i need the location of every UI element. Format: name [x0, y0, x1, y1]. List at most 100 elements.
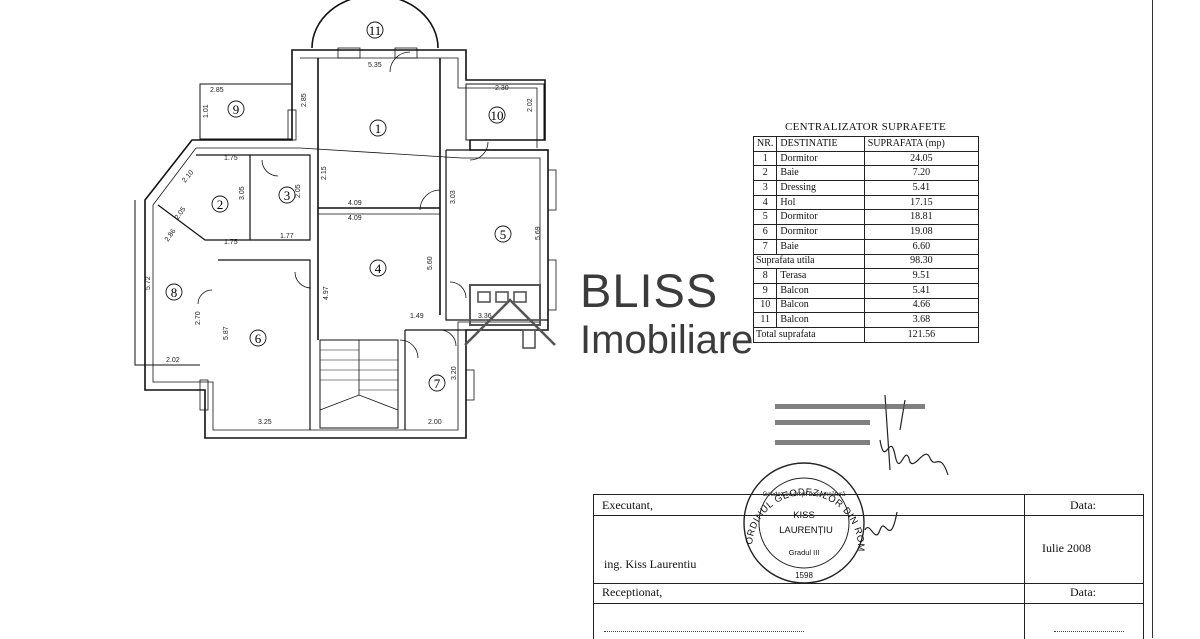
dimension-label: 1.01: [203, 104, 210, 118]
room-number-7: 7: [434, 376, 441, 391]
room-number-5: 5: [500, 227, 507, 242]
room-3-circle: [278, 186, 296, 204]
room-8-circle: [165, 283, 183, 301]
cell-nr: 4: [752, 194, 778, 211]
useful-area-value: 98.30: [863, 253, 980, 270]
cell-destination: Balcon: [776, 297, 865, 314]
balcony-10-outline: [465, 83, 545, 141]
dimension-label: 2.05: [174, 206, 188, 221]
dimension-label: 2.02: [166, 357, 180, 364]
dimension-label: 3.20: [451, 366, 458, 380]
logo-house-icon: [464, 284, 556, 349]
useful-area-label: Suprafata utila: [753, 253, 865, 270]
dimension-label: 2.15: [321, 166, 328, 180]
room-4-circle: [369, 259, 387, 277]
cell-destination: Balcon: [776, 312, 865, 328]
cell-area: 24.05: [863, 150, 980, 167]
cell-destination: Terasa: [776, 268, 865, 284]
cell-destination: Baie: [776, 165, 865, 182]
balcony-9-outline: [199, 83, 293, 140]
execution-date: Iulie 2008: [1042, 541, 1091, 555]
dimension-label: 2.85: [210, 87, 224, 94]
engineer-name: ing. Kiss Laurentiu: [604, 557, 697, 571]
dimension-label: 2.70: [195, 311, 202, 325]
room-number-8: 8: [171, 285, 178, 300]
cell-nr: 9: [752, 282, 778, 299]
cell-nr: 6: [752, 224, 778, 240]
dimension-label: 4.97: [323, 286, 330, 300]
room-9-circle: [227, 100, 245, 118]
room-7-circle: [428, 374, 446, 392]
cell-area: 7.20: [863, 165, 980, 182]
surface-table-title: CENTRALIZATOR SUPRAFETE: [785, 121, 947, 133]
room-number-2: 2: [217, 197, 224, 212]
cell-area: 17.15: [863, 194, 980, 211]
room-number-1: 1: [375, 121, 382, 136]
cell-destination: Dressing: [776, 180, 865, 196]
stamp-number: 1598: [795, 571, 813, 580]
dimension-label: 1.77: [280, 233, 294, 240]
dimension-label: 3.05: [239, 186, 246, 200]
room-5-circle: [494, 225, 512, 243]
date-label-1: Data:: [1070, 498, 1096, 512]
room-number-6: 6: [255, 331, 262, 346]
room-number-3: 3: [284, 188, 291, 203]
cell-area: 4.66: [863, 297, 980, 314]
dimension-label: 1.75: [224, 155, 238, 162]
room-number-4: 4: [375, 261, 382, 276]
col-header-nr: NR.: [752, 136, 778, 152]
dimension-label: 2.02: [527, 98, 534, 112]
room-2-circle: [211, 195, 229, 213]
outer-wall: [144, 49, 549, 439]
cell-area: 19.08: [863, 224, 980, 240]
dimension-label: 1.49: [410, 313, 424, 320]
cell-destination: Dormitor: [776, 224, 865, 240]
stamp-grade: Gradul III: [789, 548, 820, 557]
dimension-label: 4.09: [348, 200, 362, 207]
room-10-circle: [488, 106, 506, 124]
col-header-area: SUPRAFATA (mp): [863, 136, 980, 152]
cell-destination: Baie: [776, 238, 865, 255]
cell-nr: 1: [752, 150, 778, 167]
cell-destination: Dormitor: [776, 209, 865, 226]
cell-destination: Hol: [776, 194, 865, 211]
room-1-circle: [369, 119, 387, 137]
cell-nr: 2: [752, 165, 778, 182]
cell-nr: 8: [752, 268, 778, 284]
dimension-label: 3.03: [450, 190, 457, 204]
dimension-label: 1.75: [224, 239, 238, 246]
dimension-label: 5.69: [535, 226, 542, 240]
signature-block: Executant, Data: ing. Kiss Laurentiu Iul…: [593, 494, 1144, 639]
dimension-label: 2.10: [181, 169, 195, 184]
cell-nr: 11: [752, 312, 778, 328]
illegible-stamp-line: [775, 404, 925, 409]
dimension-label: 5.35: [368, 62, 382, 69]
dimension-label: 5.72: [145, 276, 152, 290]
illegible-stamp-line: [775, 440, 870, 445]
col-header-destination: DESTINATIE: [776, 136, 865, 152]
dimension-label: 5.60: [427, 256, 434, 270]
total-area-label: Total suprafata: [753, 326, 865, 343]
cell-nr: 7: [752, 238, 778, 255]
room-number-10: 10: [491, 108, 504, 123]
cell-area: 3.68: [863, 312, 980, 328]
room-labels: [165, 21, 512, 392]
room-6-circle: [249, 329, 267, 347]
stamp-small-text: Geodez cu drept de semnătură: [763, 492, 846, 498]
dimension-label: 3.25: [258, 419, 272, 426]
dimension-label: 2.30: [495, 85, 509, 92]
logo-bliss: BLISS: [580, 264, 719, 317]
